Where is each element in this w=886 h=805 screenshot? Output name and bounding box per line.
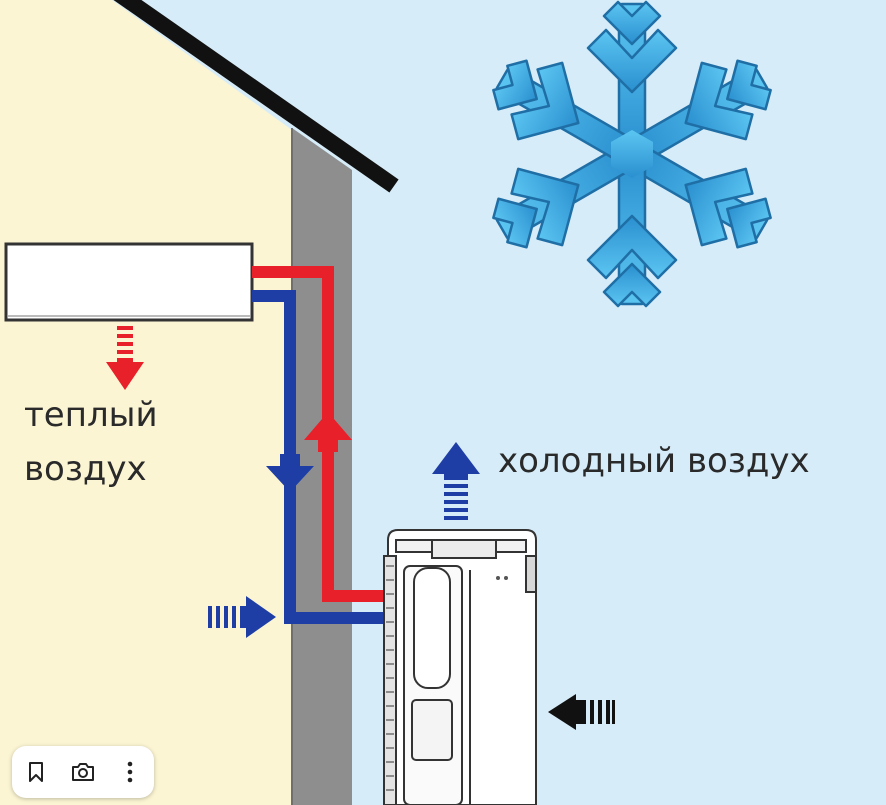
snowflake-icon	[477, 0, 787, 308]
cold-air-arrow-icon	[432, 442, 480, 520]
cold-pipe-down-arrow	[266, 454, 314, 492]
media-toolbar	[12, 746, 154, 798]
more-options-button[interactable]	[110, 752, 150, 792]
bookmark-icon	[28, 762, 43, 782]
hot-pipe-up-arrow	[304, 412, 352, 452]
warm-air-label-line2: воздух	[24, 449, 147, 489]
house-interior-wall	[0, 0, 292, 805]
outdoor-unit	[383, 529, 537, 805]
bookmark-button[interactable]	[16, 752, 56, 792]
indoor-unit	[4, 242, 254, 322]
screenshot-button[interactable]	[63, 752, 103, 792]
intake-air-arrow-icon	[208, 596, 276, 638]
camera-icon	[71, 763, 94, 781]
roof-line	[113, 0, 399, 193]
cold-air-label: холодный воздух	[498, 441, 810, 481]
warm-air-arrow-icon	[106, 326, 144, 390]
outdoor-air-arrow-icon	[548, 694, 615, 730]
more-vertical-icon	[128, 761, 133, 783]
warm-air-label-line1: теплый	[24, 395, 158, 435]
